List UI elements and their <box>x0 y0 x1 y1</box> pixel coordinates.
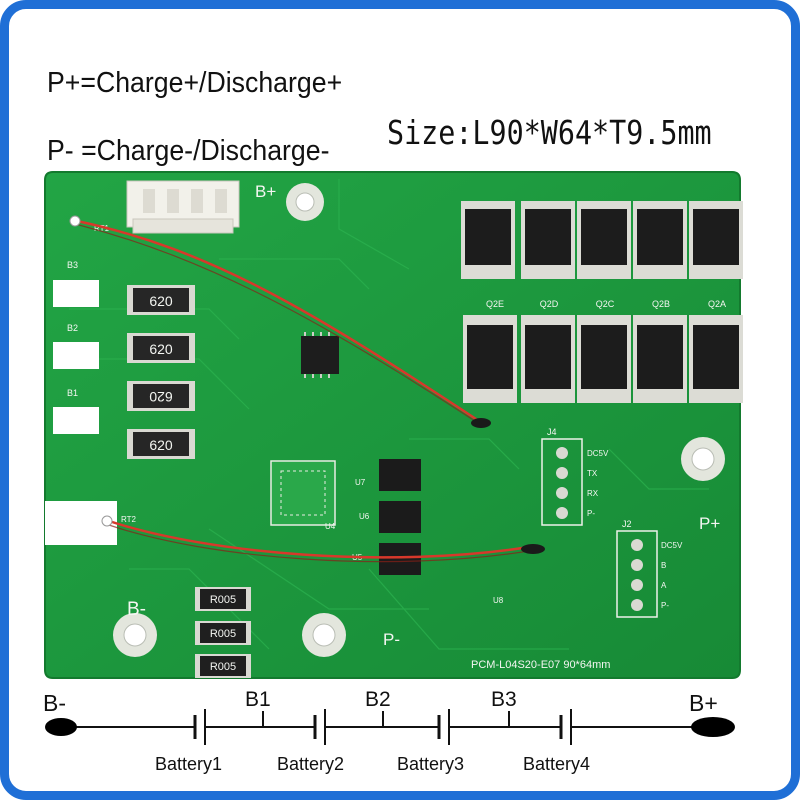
label-u4: U4 <box>325 522 336 531</box>
pad-b3 <box>53 280 99 307</box>
terminal-b-plus <box>691 717 735 737</box>
header-j2 <box>616 530 658 618</box>
mosfet-label-q2c: Q2C <box>596 299 615 309</box>
j2-pin-4: P- <box>661 601 669 610</box>
resistor-mark-2: 620 <box>149 341 173 357</box>
diagram-battery-2: Battery2 <box>277 754 344 774</box>
caption-p-minus: P- =Charge-/Discharge- <box>47 135 330 167</box>
battery-wiring-diagram: B- B+ B1 B2 B3 Battery1 Battery2 Battery… <box>43 688 735 774</box>
balance-resistors: 620 620 620 620 <box>127 285 195 459</box>
j2-pin-1: DC5V <box>661 541 683 550</box>
board-model-label: PCM-L04S20-E07 90*64mm <box>471 659 610 671</box>
label-p-plus: P+ <box>699 514 720 533</box>
shunt-mark-2: R005 <box>210 628 236 640</box>
label-b3: B3 <box>67 260 78 270</box>
mounting-hole-p-plus <box>681 437 725 481</box>
small-ic-u6 <box>379 501 421 533</box>
shunt-mark-1: R005 <box>210 594 236 606</box>
label-u8: U8 <box>493 596 504 605</box>
diagram-battery-4: Battery4 <box>523 754 590 774</box>
label-b-minus: B- <box>127 599 146 620</box>
balance-connector <box>126 180 240 234</box>
small-ic-u7 <box>379 459 421 491</box>
label-rt2: RT2 <box>121 515 137 524</box>
caption-p-plus: P+=Charge+/Discharge+ <box>47 67 343 99</box>
label-b2: B2 <box>67 323 78 333</box>
header-j2-name: J2 <box>622 519 632 529</box>
diagram-tap-b1: B1 <box>245 688 271 711</box>
resistor-mark-1: 620 <box>149 293 173 309</box>
mosfet-row-top <box>461 201 743 279</box>
pcb-board-photo: 620 620 620 620 <box>44 171 743 679</box>
resistor-mark-3: 620 <box>149 389 173 405</box>
mosfet-label-q2a: Q2A <box>708 299 726 309</box>
shunt-mark-3: R005 <box>210 661 236 673</box>
mosfet-row-bottom <box>463 315 743 403</box>
label-u7: U7 <box>355 478 366 487</box>
j2-pin-3: A <box>661 581 667 590</box>
label-u6: U6 <box>359 512 370 521</box>
mounting-hole-b-plus <box>286 183 324 221</box>
label-p-minus: P- <box>383 630 400 649</box>
label-rt1: RT1 <box>94 224 110 233</box>
mounting-hole-b-minus <box>113 613 157 657</box>
mounting-hole-p-minus <box>302 613 346 657</box>
diagram-b-minus: B- <box>43 690 66 716</box>
pad-b1 <box>53 407 99 434</box>
header-j4 <box>541 438 583 526</box>
pcb-body <box>44 171 741 679</box>
caption-size: Size:L90*W64*T9.5mm <box>387 113 712 152</box>
diagram-tap-b3: B3 <box>491 688 517 711</box>
j4-pin-4: P- <box>587 509 595 518</box>
mosfet-label-q2b: Q2B <box>652 299 670 309</box>
resistor-mark-4: 620 <box>149 437 173 453</box>
j4-pin-1: DC5V <box>587 449 609 458</box>
small-ic-u5 <box>379 543 421 575</box>
current-shunts <box>195 587 251 678</box>
j4-pin-3: RX <box>587 489 599 498</box>
mcu-footprint <box>270 460 336 526</box>
thermistor-wires <box>69 215 545 563</box>
label-b-plus: B+ <box>255 182 276 201</box>
mosfet-label-q2e: Q2E <box>486 299 504 309</box>
header-j4-name: J4 <box>547 427 557 437</box>
j2-pin-2: B <box>661 561 666 570</box>
diagram-battery-1: Battery1 <box>155 754 222 774</box>
terminal-b-minus <box>45 718 77 736</box>
diagram-tap-b2: B2 <box>365 688 391 711</box>
diagram-battery-3: Battery3 <box>397 754 464 774</box>
label-b1: B1 <box>67 388 78 398</box>
diagram-b-plus: B+ <box>689 690 718 716</box>
protection-ic <box>301 332 339 378</box>
j4-pin-2: TX <box>587 469 598 478</box>
pad-b2 <box>53 342 99 369</box>
mosfet-label-q2d: Q2D <box>540 299 559 309</box>
